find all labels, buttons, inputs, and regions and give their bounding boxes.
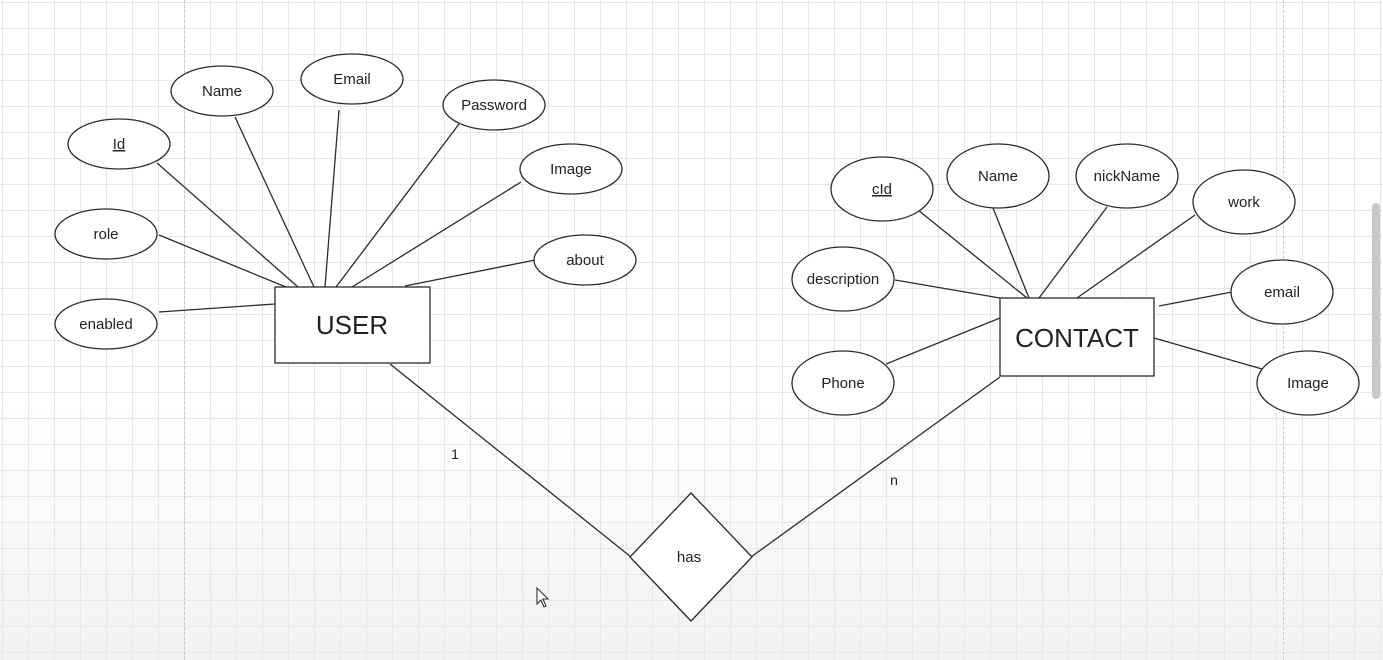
contact-attribute-name[interactable]: Name	[946, 143, 1050, 209]
contact-attribute-description[interactable]: description	[791, 246, 895, 312]
page-guide-right	[1283, 0, 1284, 660]
user-attribute-role[interactable]: role	[54, 208, 158, 260]
user-attribute-email-label: Email	[333, 71, 371, 88]
connector-contact-nickname	[1038, 206, 1108, 299]
contact-connectors	[885, 206, 1263, 370]
user-attribute-image[interactable]: Image	[519, 143, 623, 195]
contact-attribute-cid-label: cId	[872, 181, 892, 198]
contact-attribute-nickname[interactable]: nickName	[1075, 143, 1179, 209]
user-attribute-password-label: Password	[461, 97, 527, 114]
user-attribute-name[interactable]: Name	[170, 65, 274, 117]
contact-attribute-phone[interactable]: Phone	[791, 350, 895, 416]
connector-user-id	[156, 162, 299, 288]
user-attribute-image-label: Image	[550, 161, 592, 178]
contact-attribute-phone-label: Phone	[821, 375, 864, 392]
user-attribute-name-label: Name	[202, 83, 242, 100]
connector-user-enabled	[158, 303, 276, 313]
connector-contact-email	[1158, 291, 1233, 307]
contact-attribute-image[interactable]: Image	[1256, 350, 1360, 416]
connector-contact-phone	[885, 317, 1001, 365]
user-attribute-enabled-label: enabled	[79, 316, 132, 333]
contact-attribute-work[interactable]: work	[1192, 169, 1296, 235]
user-attribute-id[interactable]: Id	[67, 118, 171, 170]
user-attribute-email[interactable]: Email	[300, 53, 404, 105]
contact-attribute-name-label: Name	[978, 168, 1018, 185]
connector-user-password	[335, 123, 460, 288]
contact-attribute-email[interactable]: email	[1230, 259, 1334, 325]
contact-attribute-work-label: work	[1227, 194, 1260, 211]
user-attribute-password[interactable]: Password	[442, 79, 546, 131]
connector-contact-work	[1076, 214, 1196, 299]
contact-attribute-email-label: email	[1264, 284, 1300, 301]
user-attribute-about-label: about	[566, 252, 604, 269]
contact-attribute-description-label: description	[807, 271, 880, 288]
cardinality-user: 1	[451, 446, 459, 462]
arrow-cursor-icon	[536, 587, 550, 608]
connector-contact-name	[992, 207, 1030, 299]
page-guide-left	[184, 0, 185, 660]
user-connectors	[156, 109, 536, 313]
contact-attribute-cid[interactable]: cId	[830, 156, 934, 222]
relationship-line-contact	[750, 376, 1001, 558]
contact-attribute-image-label: Image	[1287, 375, 1329, 392]
connector-contact-cid	[917, 209, 1028, 299]
user-attribute-enabled[interactable]: enabled	[54, 298, 158, 350]
connector-user-about	[404, 259, 536, 287]
relationship-line-user	[389, 363, 632, 558]
connector-user-email	[324, 109, 340, 288]
entity-user-label: USER	[316, 310, 388, 340]
connector-contact-description	[894, 279, 1001, 299]
entity-user[interactable]: USER	[274, 286, 431, 364]
connector-user-name	[234, 116, 315, 288]
user-attribute-id-label: Id	[113, 136, 126, 153]
relationship-has-label: has	[677, 549, 701, 566]
cardinality-contact: n	[890, 472, 898, 488]
relationship-has[interactable]: has	[629, 492, 753, 622]
connector-contact-image	[1153, 337, 1263, 370]
contact-attribute-nickname-label: nickName	[1094, 168, 1161, 185]
entity-contact[interactable]: CONTACT	[999, 297, 1155, 377]
connector-user-role	[158, 234, 287, 288]
user-attribute-role-label: role	[93, 226, 118, 243]
connector-user-image	[351, 181, 522, 288]
entity-contact-label: CONTACT	[1015, 323, 1139, 353]
user-attribute-about[interactable]: about	[533, 234, 637, 286]
vertical-scrollbar[interactable]	[1372, 203, 1380, 399]
